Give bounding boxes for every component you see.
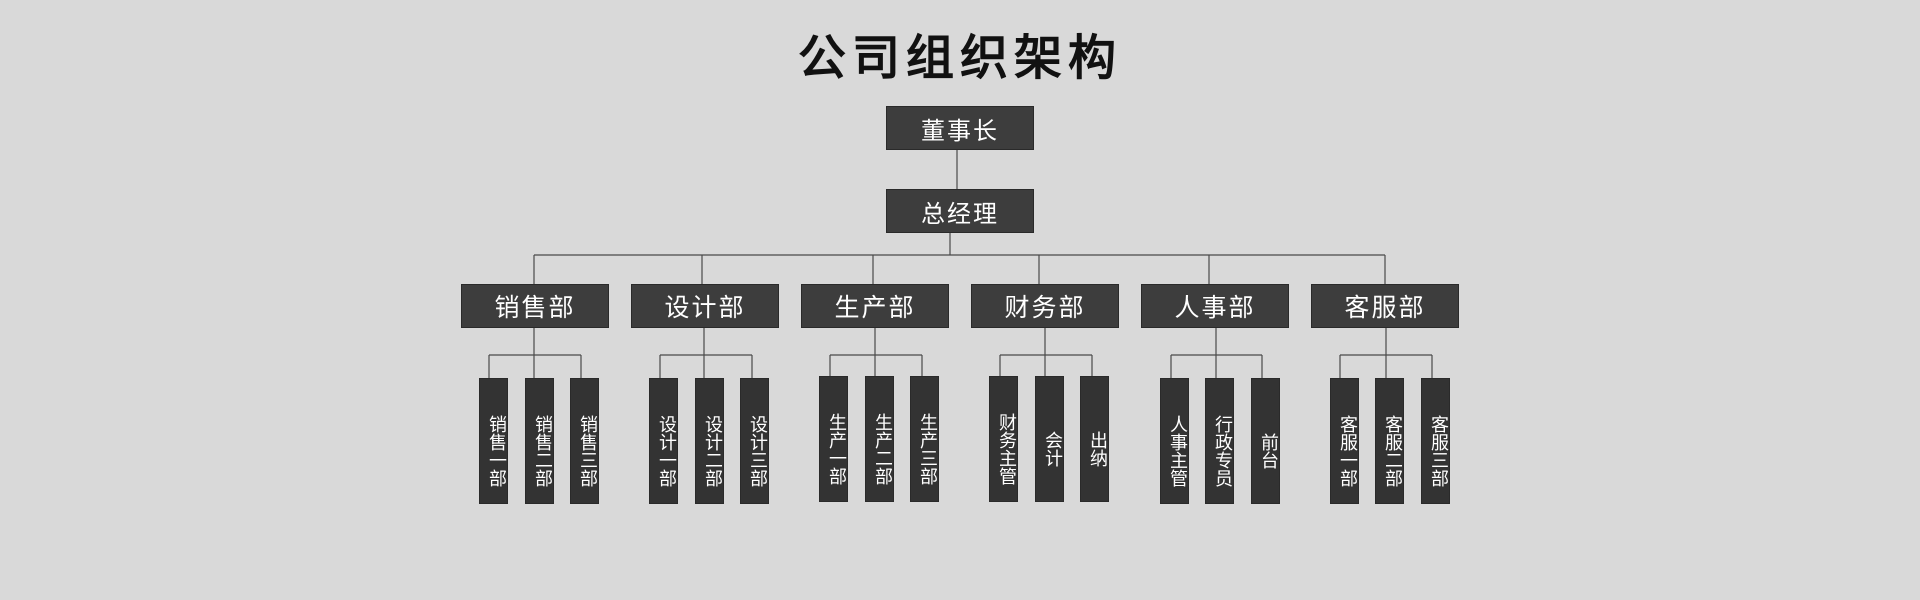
unit-box-production-3: 生产三部 bbox=[910, 376, 939, 502]
dept-box-service: 客服部 bbox=[1311, 284, 1459, 328]
unit-box-sales-2: 销售二部 bbox=[525, 378, 554, 504]
unit-box-design-3: 设计三部 bbox=[740, 378, 769, 504]
unit-box-sales-3: 销售三部 bbox=[570, 378, 599, 504]
unit-box-production-1: 生产一部 bbox=[819, 376, 848, 502]
unit-box-service-3: 客服三部 bbox=[1421, 378, 1450, 504]
dept-box-production: 生产部 bbox=[801, 284, 949, 328]
unit-box-hr-3: 前台 bbox=[1251, 378, 1280, 504]
unit-box-service-2: 客服二部 bbox=[1375, 378, 1404, 504]
unit-box-production-2: 生产二部 bbox=[865, 376, 894, 502]
unit-box-design-2: 设计二部 bbox=[695, 378, 724, 504]
unit-box-service-1: 客服一部 bbox=[1330, 378, 1359, 504]
dept-box-design: 设计部 bbox=[631, 284, 779, 328]
unit-box-finance-1: 财务主管 bbox=[989, 376, 1018, 502]
chart-title: 公司组织架构 bbox=[797, 30, 1122, 86]
unit-box-finance-2: 会计 bbox=[1035, 376, 1064, 502]
dept-box-hr: 人事部 bbox=[1141, 284, 1289, 328]
general-manager-box: 总经理 bbox=[886, 189, 1034, 233]
chairman-box: 董事长 bbox=[886, 106, 1034, 150]
dept-box-sales: 销售部 bbox=[461, 284, 609, 328]
unit-box-sales-1: 销售一部 bbox=[479, 378, 508, 504]
unit-box-hr-2: 行政专员 bbox=[1205, 378, 1234, 504]
unit-box-design-1: 设计一部 bbox=[649, 378, 678, 504]
unit-box-hr-1: 人事主管 bbox=[1160, 378, 1189, 504]
unit-box-finance-3: 出纳 bbox=[1080, 376, 1109, 502]
dept-box-finance: 财务部 bbox=[971, 284, 1119, 328]
